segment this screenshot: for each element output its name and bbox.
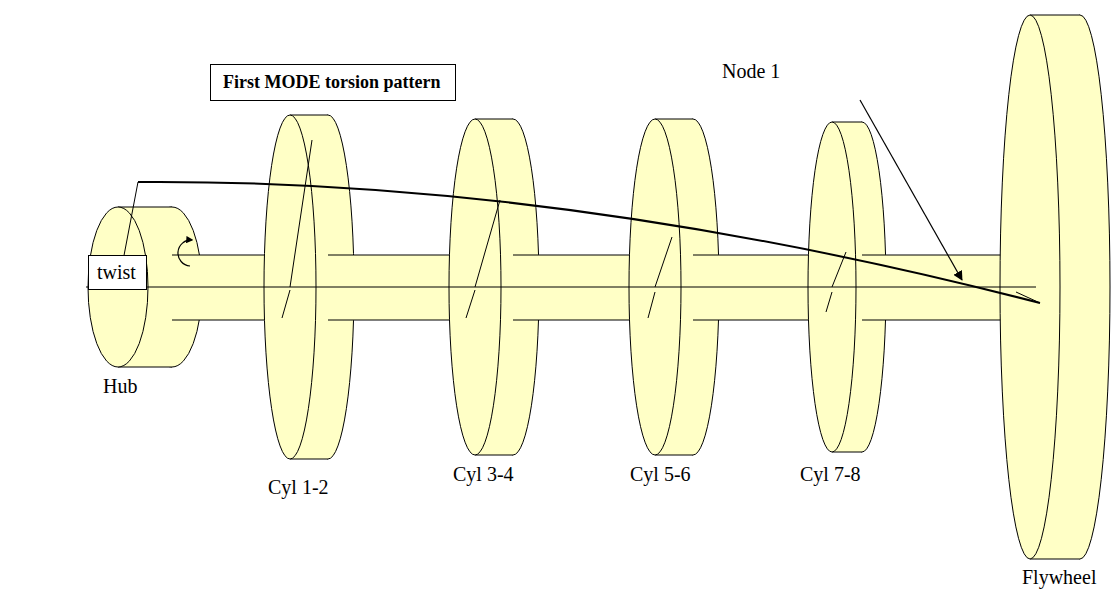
shaft-axis bbox=[86, 287, 1036, 288]
part-label: Cyl 3-4 bbox=[453, 463, 514, 486]
part-label: Flywheel bbox=[1022, 566, 1096, 589]
part-label: Cyl 5-6 bbox=[630, 463, 691, 486]
title-box: First MODE torsion pattern bbox=[210, 64, 456, 101]
twist-lines bbox=[118, 140, 1040, 318]
rotation-arrow bbox=[178, 240, 192, 266]
part-label: Cyl 7-8 bbox=[800, 463, 861, 486]
box-text: First MODE torsion pattern bbox=[223, 72, 443, 93]
leader-line bbox=[860, 100, 962, 280]
mode-curve bbox=[138, 182, 1040, 303]
part-label: Hub bbox=[103, 375, 137, 398]
box-text: twist bbox=[97, 261, 138, 284]
part-label: Cyl 1-2 bbox=[268, 476, 329, 499]
twist-box: twist bbox=[88, 255, 147, 290]
node-label: Node 1 bbox=[722, 60, 780, 83]
